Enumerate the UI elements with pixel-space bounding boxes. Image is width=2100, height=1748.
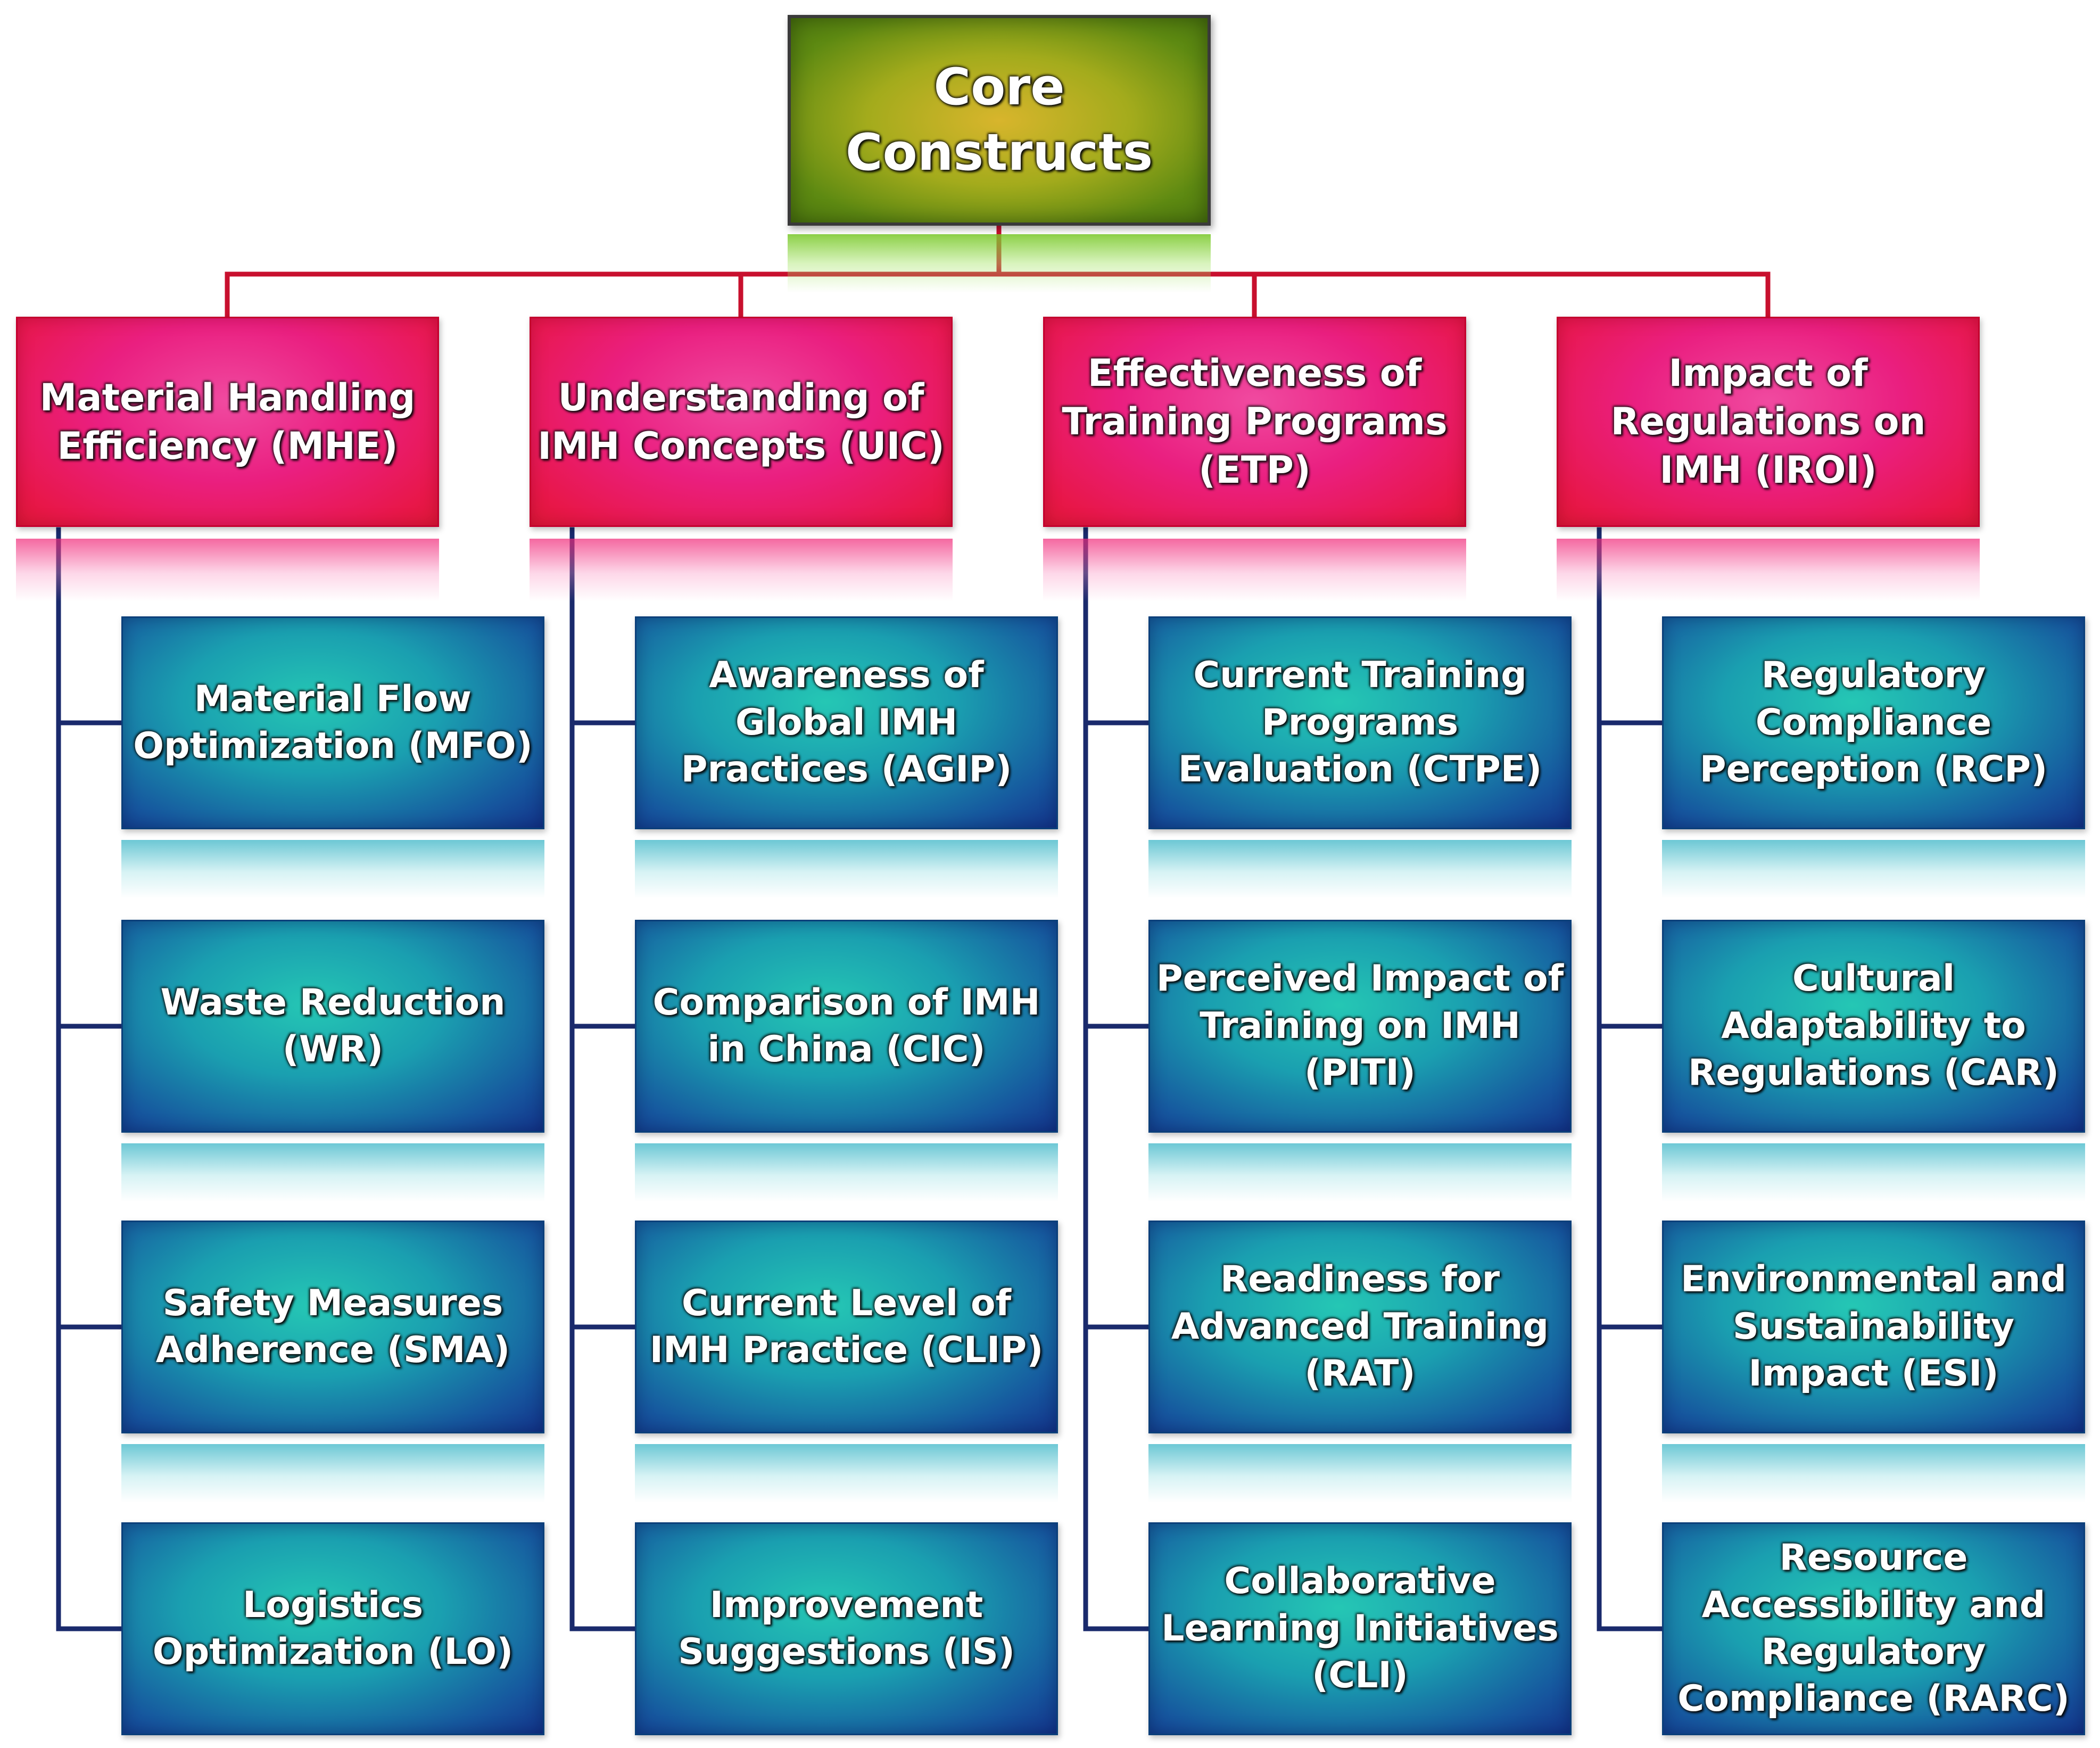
- category-label: Understanding of IMH Concepts (UIC): [538, 375, 945, 468]
- subconstruct-label: Collaborative Learning Initiatives (CLI): [1161, 1560, 1559, 1697]
- subconstruct-label: Resource Accessibility and Regulatory Co…: [1677, 1537, 2070, 1720]
- root-node: Core Constructs: [788, 15, 1211, 226]
- category-node-mhe: Material Handling Efficiency (MHE): [16, 317, 439, 527]
- subconstruct-label: Comparison of IMH in China (CIC): [652, 981, 1040, 1070]
- subconstruct-mfo: Material Flow Optimization (MFO): [121, 616, 544, 829]
- category-label: Material Handling Efficiency (MHE): [39, 375, 416, 468]
- subconstruct-label: Regulatory Compliance Perception (RCP): [1699, 654, 2048, 791]
- category-node-etp: Effectiveness of Training Programs (ETP): [1043, 317, 1466, 527]
- subconstruct-rarc: Resource Accessibility and Regulatory Co…: [1662, 1522, 2085, 1735]
- subconstruct-label: Awareness of Global IMH Practices (AGIP): [681, 654, 1012, 791]
- subconstruct-rat: Readiness for Advanced Training (RAT): [1148, 1221, 1572, 1433]
- subconstruct-sma: Safety Measures Adherence (SMA): [121, 1221, 544, 1433]
- subconstruct-label: Cultural Adaptability to Regulations (CA…: [1688, 958, 2059, 1094]
- subconstruct-label: Material Flow Optimization (MFO): [133, 678, 533, 767]
- subconstruct-label: Current Training Programs Evaluation (CT…: [1178, 654, 1542, 791]
- subconstruct-label: Safety Measures Adherence (SMA): [155, 1282, 510, 1371]
- subconstruct-is: Improvement Suggestions (IS): [635, 1522, 1058, 1735]
- subconstruct-label: Perceived Impact of Training on IMH (PIT…: [1156, 958, 1564, 1094]
- subconstruct-rcp: Regulatory Compliance Perception (RCP): [1662, 616, 2085, 829]
- subconstruct-label: Readiness for Advanced Training (RAT): [1171, 1258, 1549, 1395]
- category-node-iroi: Impact of Regulations on IMH (IROI): [1557, 317, 1980, 527]
- subconstruct-car: Cultural Adaptability to Regulations (CA…: [1662, 920, 2085, 1133]
- subconstruct-piti: Perceived Impact of Training on IMH (PIT…: [1148, 920, 1572, 1133]
- subconstruct-wr: Waste Reduction (WR): [121, 920, 544, 1133]
- subconstruct-label: Environmental and Sustainability Impact …: [1681, 1258, 2066, 1395]
- subconstruct-cli: Collaborative Learning Initiatives (CLI): [1148, 1522, 1572, 1735]
- subconstruct-cic: Comparison of IMH in China (CIC): [635, 920, 1058, 1133]
- subconstruct-esi: Environmental and Sustainability Impact …: [1662, 1221, 2085, 1433]
- category-label: Effectiveness of Training Programs (ETP): [1062, 351, 1448, 492]
- subconstruct-label: Current Level of IMH Practice (CLIP): [649, 1282, 1044, 1371]
- category-node-uic: Understanding of IMH Concepts (UIC): [530, 317, 953, 527]
- subconstruct-label: Logistics Optimization (LO): [152, 1584, 514, 1673]
- subconstruct-clip: Current Level of IMH Practice (CLIP): [635, 1221, 1058, 1433]
- subconstruct-label: Waste Reduction (WR): [160, 981, 506, 1070]
- subconstruct-lo: Logistics Optimization (LO): [121, 1522, 544, 1735]
- subconstruct-label: Improvement Suggestions (IS): [678, 1584, 1015, 1673]
- subconstruct-ctpe: Current Training Programs Evaluation (CT…: [1148, 616, 1572, 829]
- category-label: Impact of Regulations on IMH (IROI): [1610, 351, 1926, 492]
- root-label: Core Constructs: [845, 57, 1153, 183]
- subconstruct-agip: Awareness of Global IMH Practices (AGIP): [635, 616, 1058, 829]
